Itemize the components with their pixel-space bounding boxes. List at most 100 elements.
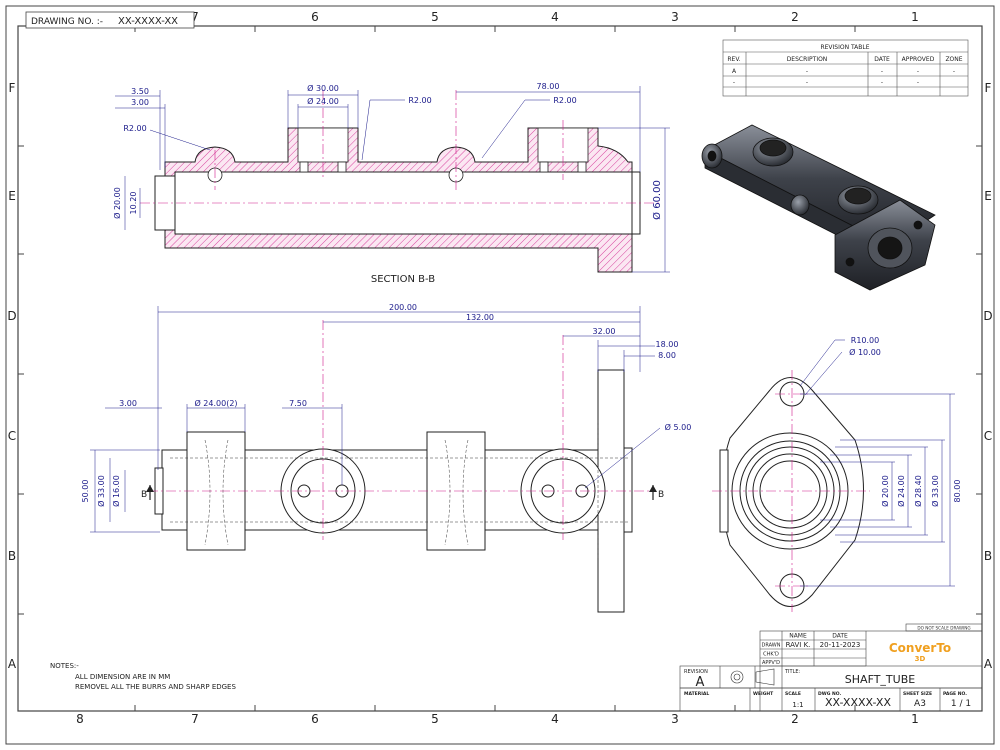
- row-label-b-right: B: [984, 549, 992, 563]
- rev-header-approved: APPROVED: [902, 56, 935, 63]
- rev-header-rev: REV.: [727, 56, 740, 63]
- dim-dia-20-side: Ø 20.00: [880, 475, 890, 507]
- isometric-3d-view: [701, 124, 936, 291]
- column-labels-bottom: 8 7 6 5 4 3 2 1: [76, 712, 919, 726]
- row-label-f-right: F: [985, 81, 992, 95]
- drawn-date: 20-11-2023: [820, 641, 861, 649]
- dim-3-00-front: 3.00: [119, 399, 137, 408]
- rev-row2-date: -: [881, 79, 883, 86]
- section-cut-markers: B B: [141, 485, 664, 500]
- scale-label: SCALE: [785, 691, 801, 697]
- dim-r2-a: R2.00: [408, 96, 431, 105]
- part-title: SHAFT_TUBE: [845, 673, 915, 686]
- dim-r2-b: R2.00: [553, 96, 576, 105]
- col-label-5-bottom: 5: [431, 712, 439, 726]
- rev-row1-description: -: [806, 68, 808, 75]
- page-no-value: 1 / 1: [951, 699, 971, 709]
- company-logo-sub: 3D: [915, 655, 926, 663]
- dim-dia-30: Ø 30.00: [307, 83, 339, 93]
- col-label-3-bottom: 3: [671, 712, 679, 726]
- rev-row2-description: -: [806, 79, 808, 86]
- dim-3-00-top: 3.00: [131, 98, 149, 107]
- revision-table-text: REVISION TABLE REV. DESCRIPTION DATE APP…: [727, 44, 962, 86]
- front-dimension-text: 200.00 132.00 32.00 18.00 8.00 3.00 Ø 24…: [81, 303, 691, 507]
- sheet-size-label: SHEET SIZE: [903, 691, 932, 697]
- col-label-7-bottom: 7: [191, 712, 199, 726]
- dim-r2-c: R2.00: [123, 124, 146, 133]
- dim-dia-24-side: Ø 24.00: [896, 475, 906, 507]
- col-label-6: 6: [311, 10, 319, 24]
- rev-header-date: DATE: [874, 56, 890, 63]
- title-label: TITLE:: [784, 669, 801, 675]
- page-no-label: PAGE NO.: [943, 691, 967, 697]
- dim-dia-33-side: Ø 33.00: [930, 475, 940, 507]
- dim-132: 132.00: [466, 313, 494, 322]
- col-label-6-bottom: 6: [311, 712, 319, 726]
- title-block: [679, 623, 983, 712]
- col-label-4-bottom: 4: [551, 712, 559, 726]
- row-label-c-right: C: [984, 429, 992, 443]
- dim-dia-16: Ø 16.00: [111, 475, 121, 507]
- col-label-2-bottom: 2: [791, 712, 799, 726]
- drawing-number-label: DRAWING NO. :-: [31, 17, 103, 27]
- drawing-number-value: XX-XXXX-XX: [118, 16, 178, 27]
- dim-dia-60: Ø 60.00: [651, 180, 663, 220]
- notes-line-1: ALL DIMENSION ARE IN MM: [75, 673, 170, 681]
- row-label-e: E: [8, 189, 16, 203]
- row-label-a-right: A: [984, 657, 993, 671]
- side-centerlines: [712, 370, 870, 612]
- title-block-text: DO NOT SCALE DRAWING NAME DATE DRAWN RAV…: [684, 626, 971, 710]
- section-dimensions: [115, 86, 670, 273]
- drawn-name: RAVI K.: [786, 641, 811, 649]
- company-logo-text: ConverTo: [889, 641, 951, 655]
- checked-label: CHK'D: [763, 652, 779, 658]
- row-label-d-right: D: [983, 309, 992, 323]
- rev-row1-rev: A: [732, 68, 737, 75]
- revision-table: [722, 39, 969, 97]
- section-dimension-text: 3.50 3.00 Ø 30.00 Ø 24.00 78.00 R2.00 R2…: [112, 82, 663, 220]
- col-label-1: 1: [911, 10, 919, 24]
- col-label-1-bottom: 1: [911, 712, 919, 726]
- dim-3-50: 3.50: [131, 87, 149, 96]
- column-labels-top: 8 7 6 5 4 3 2 1: [76, 10, 919, 24]
- do-not-scale-note: DO NOT SCALE DRAWING: [917, 626, 970, 631]
- dim-dia-5: Ø 5.00: [665, 422, 692, 432]
- revision-table-title: REVISION TABLE: [820, 44, 869, 51]
- dim-18: 18.00: [656, 340, 679, 349]
- rev-row1-zone: -: [953, 68, 955, 75]
- front-view: [154, 369, 633, 613]
- section-title: SECTION B-B: [371, 274, 435, 285]
- side-dimension-text: R10.00 Ø 10.00 Ø 20.00 Ø 24.00 Ø 28.40 Ø…: [849, 336, 962, 507]
- revision-value: A: [696, 675, 705, 690]
- front-hidden-lines: [170, 420, 630, 560]
- dim-dia-10: Ø 10.00: [849, 347, 881, 357]
- sheet-size-value: A3: [914, 699, 926, 709]
- notes-title: NOTES:-: [50, 662, 79, 670]
- dim-dia-24-top: Ø 24.00: [307, 96, 339, 106]
- section-marker-left: B: [141, 490, 147, 500]
- dim-8: 8.00: [658, 351, 676, 360]
- col-label-4: 4: [551, 10, 559, 24]
- rev-header-zone: ZONE: [945, 56, 962, 63]
- drawing-number-box: DRAWING NO. :- XX-XXXX-XX: [25, 11, 195, 29]
- front-centerlines: [148, 320, 650, 540]
- dim-dia-28-40: Ø 28.40: [913, 475, 923, 507]
- row-label-d: D: [7, 309, 16, 323]
- scale-value: 1:1: [792, 701, 803, 709]
- dim-dia-20-top: Ø 20.00: [112, 187, 122, 219]
- col-label-3: 3: [671, 10, 679, 24]
- rev-header-description: DESCRIPTION: [787, 56, 828, 63]
- dim-r10: R10.00: [851, 336, 879, 345]
- rev-row1-date: -: [881, 68, 883, 75]
- approved-label: APPV'D: [762, 660, 780, 666]
- rev-row1-approved: -: [917, 68, 919, 75]
- col-label-8-bottom: 8: [76, 712, 84, 726]
- rev-row2-approved: -: [917, 79, 919, 86]
- side-dimensions: [799, 339, 955, 587]
- row-label-b: B: [8, 549, 16, 563]
- rev-row2-rev: -: [733, 79, 735, 86]
- date-header: DATE: [832, 633, 848, 640]
- drawn-label: DRAWN: [762, 643, 781, 649]
- front-dimensions: [90, 306, 661, 533]
- row-label-a: A: [8, 657, 17, 671]
